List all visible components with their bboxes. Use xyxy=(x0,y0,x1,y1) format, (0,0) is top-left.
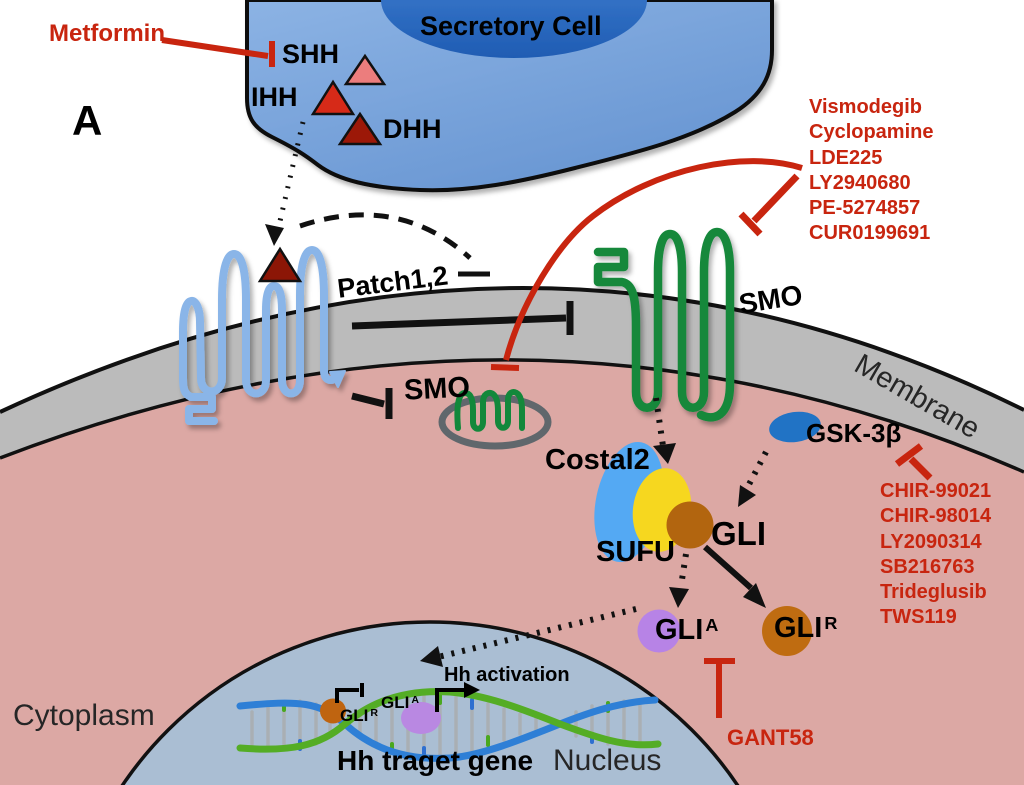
nucleus-region xyxy=(120,620,740,785)
smo-drugs-curve-inhibition xyxy=(490,158,803,371)
metformin-label: Metformin xyxy=(49,20,165,47)
smo-vesicle-label: SMO xyxy=(403,371,471,407)
shh-label: SHH xyxy=(282,39,340,69)
panel-label: A xyxy=(72,97,103,144)
repression-symbol xyxy=(335,683,364,703)
secretory-cell-core xyxy=(381,0,647,58)
nuclear-gli-r-base: GLI xyxy=(340,706,369,725)
costal2-label: Costal2 xyxy=(545,444,650,476)
gsk3b-label: GSK-3β xyxy=(806,418,902,448)
gsk3b-inhibitor-item: TWS119 xyxy=(880,606,957,629)
bound-hh-ligand xyxy=(257,246,303,283)
cytoplasm-label: Cytoplasm xyxy=(13,699,155,732)
smo-inhibitor-item: PE-5274857 xyxy=(809,197,921,220)
gsk3b-inhibitor-item: Trideglusib xyxy=(880,581,987,604)
gli-activator-sup: A xyxy=(705,614,719,635)
gant58-inhibition-bar xyxy=(704,658,735,718)
ihh-ligand xyxy=(310,79,356,116)
nucleus-label: Nucleus xyxy=(553,744,662,777)
hh-target-gene-label: Hh traget gene xyxy=(337,745,534,776)
shh-ligand xyxy=(343,53,387,86)
activation-arrow xyxy=(435,682,480,712)
glia-to-nucleus-dotted-arrow xyxy=(420,606,637,667)
secretion-dotted-arrow xyxy=(265,121,306,246)
metformin-inhibition-bar xyxy=(161,37,275,67)
patch-release-dashed-arc xyxy=(299,212,490,277)
nuclear-gli-r-blob xyxy=(320,698,346,724)
gsk3b-inhibitor-item: CHIR-98014 xyxy=(880,505,992,528)
smo-inhibitor-list: Vismodegib Cyclopamine LDE225 LY2940680 … xyxy=(809,95,933,247)
smo-inhibitor-item: LY2940680 xyxy=(809,171,911,194)
cell-membrane xyxy=(0,286,1024,472)
gli-activator-base: GLI xyxy=(655,614,704,646)
hh-activation-label: Hh activation xyxy=(444,664,570,686)
nuclear-gli-r-sup: R xyxy=(370,707,378,720)
secretory-cell-label: Secretory Cell xyxy=(420,11,602,41)
gsk3b-inhibitor-item: LY2090314 xyxy=(880,530,982,553)
sufu-label: SUFU xyxy=(596,536,675,568)
gant58-label: GANT58 xyxy=(727,725,814,750)
smo-inhibitor-item: CUR0199691 xyxy=(809,222,931,245)
gsk3b-inhibitor-item: SB216763 xyxy=(880,555,975,578)
gli-label: GLI xyxy=(711,515,766,552)
nuclear-gli-a-sup: A xyxy=(411,694,419,707)
ihh-label: IHH xyxy=(251,82,298,112)
dhh-label: DHH xyxy=(383,114,442,144)
gli-activator-protein xyxy=(637,609,681,653)
smo-drugs-short-inhibition xyxy=(738,173,800,237)
dna-helix xyxy=(236,688,662,762)
nuclear-gli-a-blob xyxy=(401,702,441,734)
gsk3b-inhibitor-list: CHIR-99021 CHIR-98014 LY2090314 SB216763… xyxy=(880,479,991,631)
patch-inhibits-smo-bar xyxy=(351,301,574,335)
gli-repressor-base: GLI xyxy=(774,612,823,644)
gli-repressor-sup: R xyxy=(824,612,838,633)
gsk3b-inhibitor-item: CHIR-99021 xyxy=(880,480,992,502)
patch-receptor xyxy=(179,246,346,425)
smo-inhibitor-item: LDE225 xyxy=(809,146,883,169)
smo-receptor xyxy=(593,227,735,422)
gli-repressor-protein xyxy=(762,606,812,656)
gsk3b-inhibition-bar xyxy=(894,443,933,481)
nuclear-gli-a-base: GLI xyxy=(381,693,410,712)
gli-to-glia-dotted-arrow xyxy=(669,553,689,608)
smo-inhibitor-item: Cyclopamine xyxy=(809,121,934,144)
patch-inhibits-vesicle-smo-bar xyxy=(351,388,393,419)
smo-inhibitor-item: Vismodegib xyxy=(809,96,922,118)
smo-to-costal2-dotted-arrow xyxy=(653,397,676,464)
gsk3b-protein xyxy=(769,411,821,443)
gsk3b-to-gli-dotted-arrow xyxy=(738,450,769,507)
dhh-ligand xyxy=(337,111,383,146)
gli-protein xyxy=(666,501,714,549)
smo-vesicle-protein xyxy=(454,389,525,432)
gli-to-glir-arrow xyxy=(703,544,766,608)
